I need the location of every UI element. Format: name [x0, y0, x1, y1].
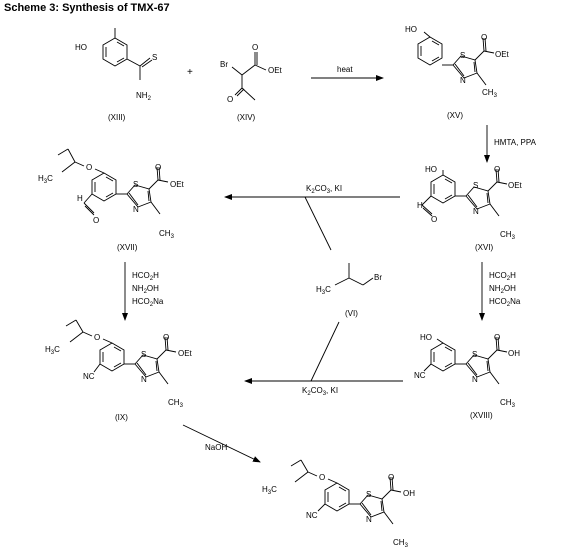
methyl-label: CH3 — [393, 538, 409, 549]
aldehyde-oxygen-label: O — [93, 216, 99, 225]
carbonyl-oxygen-label: O — [494, 165, 500, 174]
aldehyde-h-label: H — [417, 201, 423, 210]
compound-vi: H3C Br (VI) — [316, 263, 382, 318]
reagent-line-vi-2 — [310, 321, 340, 382]
nitrogen-label: N — [460, 76, 466, 85]
methyl-label: CH3 — [500, 230, 516, 241]
label-vi: (VI) — [345, 309, 358, 318]
methyl-label: CH3 — [168, 398, 184, 409]
carbonyl-oxygen-label: O — [494, 333, 500, 342]
ethoxy-label: OEt — [495, 50, 510, 59]
ethoxy-label: OEt — [508, 181, 523, 190]
sulfur-label: S — [141, 350, 146, 359]
methyl-label: H3C — [262, 485, 277, 496]
methyl-label: CH3 — [500, 398, 516, 409]
bromine-label: Br — [220, 60, 228, 69]
methyl-label: CH3 — [482, 88, 498, 99]
methyl-label: H3C — [45, 345, 60, 356]
label-ix: (IX) — [115, 413, 128, 422]
reagent-k2co3-2: K2CO3, KI — [302, 386, 338, 397]
hydroxyl-label: HO — [420, 333, 432, 342]
label-xvi: (XVI) — [475, 243, 494, 252]
nitrogen-label: N — [366, 515, 372, 524]
label-xiv: (XIV) — [237, 113, 256, 122]
compound-xviii: HO NC S N O OH CH3 (XVIII) — [414, 333, 520, 420]
carbonyl-oxygen-label: O — [252, 43, 258, 52]
carbonyl-oxygen-label: O — [155, 163, 161, 172]
reagent-hco2h-2: HCO2H — [489, 271, 516, 282]
carbonyl-oxygen-label: O — [388, 473, 394, 482]
methyl-label: H3C — [38, 174, 53, 185]
label-xiii: (XIII) — [108, 113, 126, 122]
sulfur-label: S — [366, 490, 371, 499]
nitrogen-label: N — [473, 207, 479, 216]
nitrogen-label: N — [133, 205, 139, 214]
ketone-oxygen-label: O — [227, 95, 233, 104]
label-xvii: (XVII) — [117, 243, 138, 252]
compound-xiii: HO S NH2 (XIII) — [75, 28, 157, 122]
carbonyl-oxygen-label: O — [481, 33, 487, 42]
hydroxyl-label: HO — [405, 25, 417, 34]
compound-final: O H3C NC S N O OH CH3 — [262, 459, 415, 549]
ether-oxygen-label: O — [94, 333, 100, 342]
compound-xv: HO S N O OEt CH3 (XV) — [405, 25, 510, 120]
ethoxy-label: OEt — [178, 349, 193, 358]
ethoxy-label: OEt — [170, 180, 185, 189]
arrow-hydrolysis — [182, 424, 261, 463]
label-xviii: (XVIII) — [470, 411, 493, 420]
reagent-hmta: HMTA, PPA — [494, 138, 537, 147]
scheme-title: Scheme 3: Synthesis of TMX-67 — [4, 2, 170, 14]
nitrile-label: NC — [414, 371, 426, 380]
bromine-label: Br — [374, 273, 382, 282]
hydroxyl-label: HO — [425, 165, 437, 174]
plus-sign: + — [187, 67, 193, 78]
ether-oxygen-label: O — [319, 473, 325, 482]
label-xv: (XV) — [447, 111, 463, 120]
reagent-k2co3-1: K2CO3, KI — [306, 184, 342, 195]
reagent-hco2h-1: HCO2H — [132, 271, 159, 282]
nitrogen-label: N — [472, 375, 478, 384]
sulfur-label: S — [472, 350, 477, 359]
sulfur-label: S — [152, 53, 157, 62]
reagent-hco2na-1: HCO2Na — [132, 297, 164, 308]
sulfur-label: S — [473, 181, 478, 190]
compound-xvii: O H3C H O S N O OEt CH3 (XVII) — [38, 148, 185, 252]
reagent-line-vi-1 — [304, 196, 332, 251]
reagent-heat: heat — [337, 65, 353, 74]
methyl-label: CH3 — [159, 229, 175, 240]
compound-xiv: Br O OEt O (XIV) — [220, 43, 283, 122]
methyl-label: H3C — [316, 285, 331, 296]
acid-oh-label: OH — [508, 349, 520, 358]
aldehyde-h-label: H — [77, 194, 83, 203]
ethoxy-label: OEt — [268, 66, 283, 75]
hydroxyl-label: HO — [75, 43, 87, 52]
nitrile-label: NC — [306, 511, 318, 520]
sulfur-label: S — [133, 180, 138, 189]
nitrogen-label: N — [141, 375, 147, 384]
reagent-naoh: NaOH — [205, 443, 227, 452]
ether-oxygen-label: O — [86, 163, 92, 172]
carbonyl-oxygen-label: O — [163, 333, 169, 342]
reagent-hco2na-2: HCO2Na — [489, 297, 521, 308]
nitrile-label: NC — [83, 372, 95, 381]
reagent-nh2oh-1: NH2OH — [132, 284, 159, 295]
sulfur-label: S — [460, 51, 465, 60]
aldehyde-oxygen-label: O — [431, 215, 437, 224]
acid-oh-label: OH — [403, 489, 415, 498]
compound-ix: O H3C NC S N O OEt CH3 (IX) — [45, 319, 193, 422]
amine-label: NH2 — [136, 91, 152, 102]
reagent-nh2oh-2: NH2OH — [489, 284, 516, 295]
compound-xvi: HO H O S N O OEt CH3 (XVI) — [417, 165, 523, 252]
